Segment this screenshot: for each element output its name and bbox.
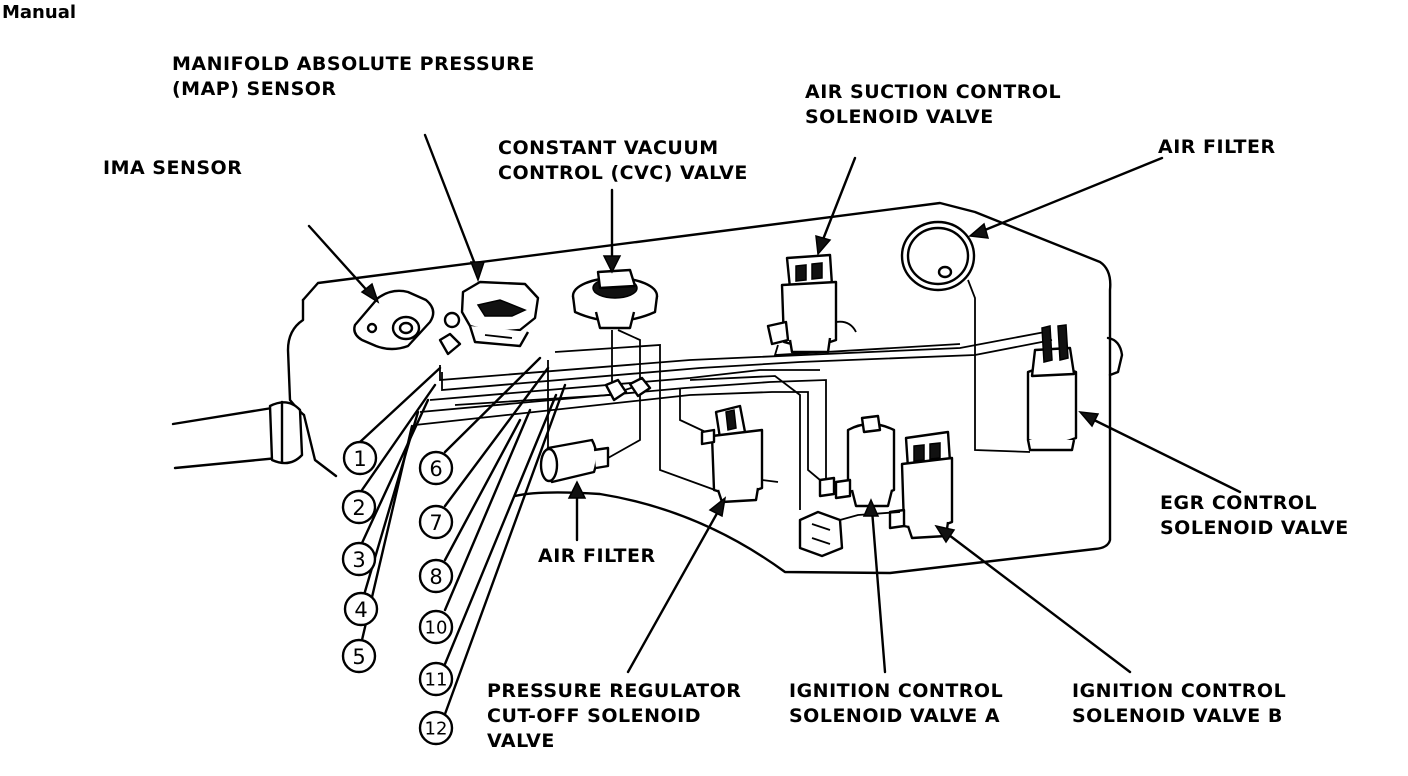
diagram-header: Manual	[2, 2, 76, 23]
ignition-control-solenoid-valve-a	[818, 414, 896, 508]
pressure-regulator-cut-off-solenoid-valve	[700, 404, 779, 504]
callout-10: 10	[418, 609, 454, 645]
component-labels: MANIFOLD ABSOLUTE PRESSURE (MAP) SENSOR …	[103, 53, 1349, 752]
svg-text:12: 12	[425, 719, 448, 740]
ignition-control-solenoid-valve-b	[888, 430, 954, 540]
map-sensor	[460, 280, 540, 348]
cvc-valve-label-line1: CONSTANT VACUUM	[498, 137, 719, 159]
air-suction-label-line1: AIR SUCTION CONTROL	[805, 81, 1061, 103]
map-sensor-label-line1: MANIFOLD ABSOLUTE PRESSURE	[172, 53, 535, 75]
ima-sensor	[353, 289, 462, 356]
egr-control-solenoid-valve	[1026, 324, 1078, 452]
callout-8: 8	[418, 558, 454, 594]
air-filter-bottom	[539, 438, 610, 484]
air-suction-control-solenoid-valve	[766, 253, 857, 354]
callout-5: 5	[341, 638, 377, 674]
svg-text:8: 8	[429, 565, 442, 589]
pressure-regulator-label-line3: VALVE	[487, 730, 555, 752]
cvc-valve-label-line2: CONTROL (CVC) VALVE	[498, 162, 748, 184]
air-filter-top-label: AIR FILTER	[1158, 136, 1276, 158]
svg-text:2: 2	[352, 496, 365, 520]
pressure-regulator-label-line1: PRESSURE REGULATOR	[487, 680, 741, 702]
callout-circles: 1 2 3 4 5 6 7 8 10 11 12	[341, 440, 454, 746]
svg-text:7: 7	[429, 511, 442, 535]
callout-2: 2	[341, 489, 377, 525]
air-filter-bottom-label: AIR FILTER	[538, 545, 656, 567]
ignition-a-label-line2: SOLENOID VALVE A	[789, 705, 1000, 727]
callout-6: 6	[418, 450, 454, 486]
ima-sensor-label: IMA SENSOR	[103, 157, 242, 179]
cvc-valve	[571, 268, 659, 402]
pressure-regulator-label-line2: CUT-OFF SOLENOID	[487, 705, 701, 727]
callout-4: 4	[343, 591, 379, 627]
svg-text:4: 4	[354, 598, 367, 622]
manifold-fittings	[798, 510, 901, 558]
ignition-b-label-line1: IGNITION CONTROL	[1072, 680, 1286, 702]
svg-text:11: 11	[425, 670, 448, 691]
ignition-a-label-line1: IGNITION CONTROL	[789, 680, 1003, 702]
svg-text:10: 10	[425, 618, 448, 639]
air-suction-label-line2: SOLENOID VALVE	[805, 106, 994, 128]
label-leaders	[307, 133, 1242, 674]
air-filter-top	[900, 220, 976, 292]
callout-11: 11	[418, 661, 454, 697]
callout-1: 1	[342, 440, 378, 476]
ignition-b-label-line2: SOLENOID VALVE B	[1072, 705, 1283, 727]
svg-text:3: 3	[352, 548, 365, 572]
svg-text:5: 5	[352, 645, 365, 669]
callout-3: 3	[341, 541, 377, 577]
callout-leaders	[358, 356, 567, 716]
egr-label-line1: EGR CONTROL	[1160, 492, 1317, 514]
map-sensor-label-line2: (MAP) SENSOR	[172, 78, 337, 100]
callout-7: 7	[418, 504, 454, 540]
svg-text:1: 1	[353, 447, 366, 471]
svg-text:6: 6	[429, 457, 442, 481]
callout-12: 12	[418, 710, 454, 746]
egr-label-line2: SOLENOID VALVE	[1160, 517, 1349, 539]
